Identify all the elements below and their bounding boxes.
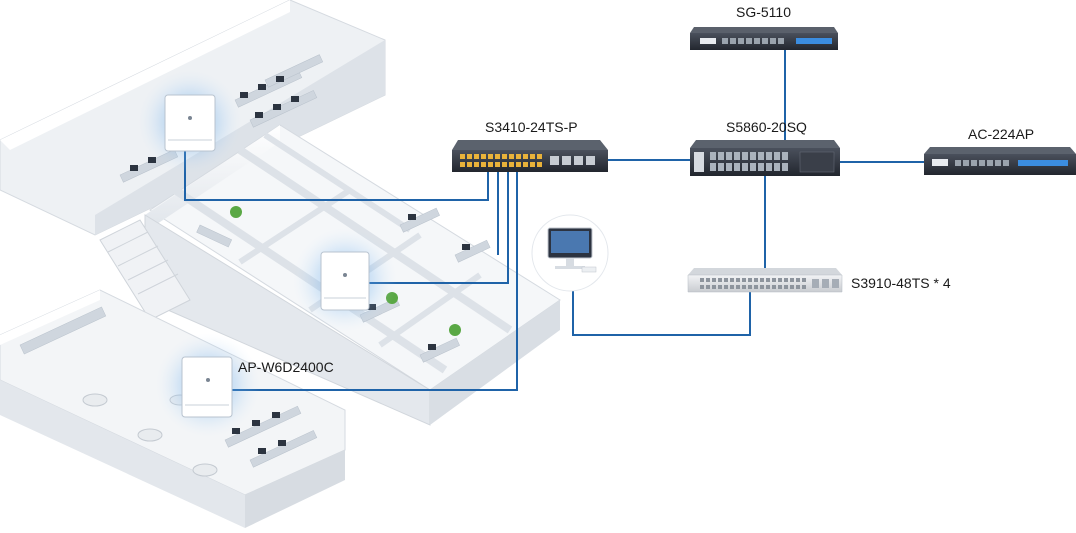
access-point-2 bbox=[293, 228, 397, 332]
link-ap3-to-s3410 bbox=[232, 165, 518, 391]
access-point-1 bbox=[138, 70, 242, 174]
s5860-20sq-device bbox=[690, 140, 840, 176]
desktop-computer bbox=[531, 214, 609, 292]
label-s3910-48ts: S3910-48TS * 4 bbox=[851, 275, 951, 291]
ac-224ap-device bbox=[924, 147, 1076, 175]
label-ac-224ap: AC-224AP bbox=[968, 126, 1035, 142]
label-s3410-24ts-p: S3410-24TS-P bbox=[485, 119, 578, 135]
label-sg-5110: SG-5110 bbox=[736, 4, 791, 20]
sg-5110-device bbox=[690, 27, 838, 50]
link-ap2-to-s3410 bbox=[368, 165, 509, 284]
s3410-24ts-p-device bbox=[452, 140, 608, 172]
building-floorplan bbox=[0, 0, 561, 528]
label-ap-w6d2400c: AP-W6D2400C bbox=[238, 359, 334, 375]
label-s5860-20sq: S5860-20SQ bbox=[726, 119, 807, 135]
network-links bbox=[184, 50, 925, 391]
link-s3910-to-pc bbox=[572, 275, 751, 336]
access-point-3 bbox=[156, 333, 260, 437]
staircase bbox=[99, 219, 191, 321]
s3910-48ts-device bbox=[687, 268, 843, 293]
link-ap1-to-s3410 bbox=[184, 150, 489, 201]
